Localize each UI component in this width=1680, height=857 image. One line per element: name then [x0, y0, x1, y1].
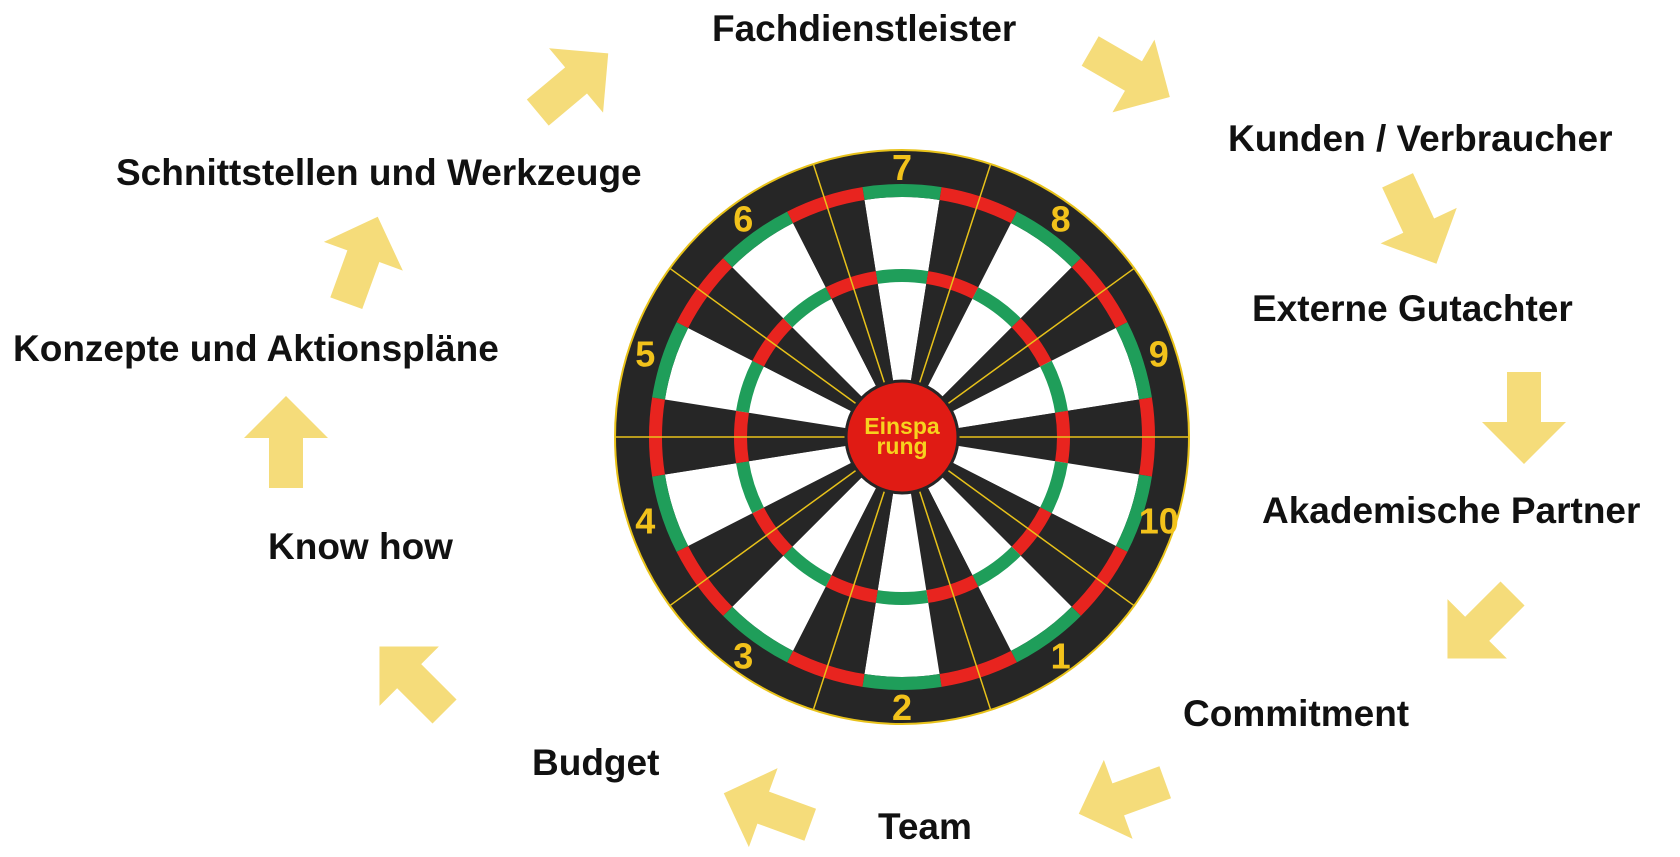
- double-ring-segment: [1010, 211, 1081, 268]
- treble-ring-segment: [926, 575, 979, 603]
- segment-number: 3: [733, 635, 753, 676]
- treble-ring-segment: [972, 546, 1021, 587]
- double-ring-segment: [1115, 322, 1152, 400]
- sector-divider-wire: [918, 490, 992, 711]
- label-konzepte-aktionsplaene: Konzepte und Aktionspläne: [13, 328, 499, 369]
- segment-number: 5: [635, 334, 655, 375]
- treble-ring-segment: [736, 360, 764, 413]
- cycle-arrow-icon: [723, 768, 817, 848]
- sector-divider-wire: [669, 267, 858, 405]
- sector-divider-wire: [918, 163, 992, 384]
- treble-ring-segment: [1040, 360, 1068, 413]
- cycle-arrow-icon: [244, 396, 328, 488]
- segment-number: 1: [1051, 635, 1071, 676]
- label-budget: Budget: [532, 742, 660, 783]
- sector-divider-wire: [669, 469, 858, 607]
- treble-ring-segment: [875, 269, 929, 284]
- label-externe-gutachter: Externe Gutachter: [1252, 288, 1573, 329]
- sector-divider-wire: [946, 267, 1135, 405]
- label-fachdienstleister: Fachdienstleister: [712, 8, 1017, 49]
- bullseye: [844, 379, 960, 495]
- bullseye-label-line1: Einspa: [864, 413, 940, 439]
- cycle-arrow-icon: [379, 646, 457, 724]
- treble-ring-segment: [972, 287, 1021, 328]
- double-ring-segment: [1010, 606, 1081, 663]
- double-ring-segment: [1115, 474, 1152, 552]
- label-know-how: Know how: [268, 526, 453, 567]
- bullseye-label-line2: rung: [876, 433, 927, 459]
- board-wedge: [864, 492, 940, 677]
- double-ring-segment: [862, 674, 942, 690]
- double-ring-segment: [939, 187, 1017, 224]
- sector-divider-wire: [812, 163, 886, 384]
- treble-ring-segment: [825, 575, 878, 603]
- segment-number: 2: [892, 687, 912, 728]
- double-ring-segment: [939, 650, 1017, 687]
- segment-number: 8: [1051, 199, 1071, 240]
- cycle-arrow-icon: [1078, 759, 1172, 839]
- double-ring-segment: [723, 211, 794, 268]
- treble-ring-segment: [825, 271, 878, 299]
- segment-number: 4: [635, 500, 655, 541]
- segment-number: 7: [892, 147, 912, 188]
- board-wedge: [864, 197, 940, 382]
- cycle-arrows: [244, 36, 1566, 848]
- label-kunden-verbraucher: Kunden / Verbraucher: [1228, 118, 1613, 159]
- sector-divider-wire: [812, 490, 886, 711]
- treble-ring-segment: [736, 461, 764, 514]
- segment-number: 9: [1149, 334, 1169, 375]
- cycle-arrow-icon: [526, 48, 609, 126]
- segment-number: 6: [733, 199, 753, 240]
- sector-divider-wire: [946, 469, 1135, 607]
- double-ring-segment: [787, 187, 865, 224]
- label-akademische-partner: Akademische Partner: [1262, 490, 1641, 531]
- label-team: Team: [878, 806, 972, 847]
- cycle-arrow-icon: [1447, 581, 1525, 659]
- treble-ring-segment: [875, 590, 929, 606]
- cycle-arrow-icon: [1081, 36, 1170, 113]
- cycle-arrow-icon: [1380, 173, 1457, 264]
- cycle-arrow-icon: [323, 216, 403, 310]
- double-ring-segment: [862, 184, 942, 200]
- segment-number: 10: [1139, 500, 1179, 541]
- label-commitment: Commitment: [1183, 693, 1410, 734]
- label-schnittstellen-werkzeuge: Schnittstellen und Werkzeuge: [116, 152, 642, 193]
- treble-ring-segment: [1040, 461, 1068, 514]
- treble-ring-segment: [783, 287, 832, 328]
- treble-ring-segment: [926, 271, 979, 299]
- double-ring-segment: [652, 322, 689, 400]
- double-ring-segment: [723, 606, 794, 663]
- cycle-arrow-icon: [1482, 372, 1566, 464]
- double-ring-segment: [787, 650, 865, 687]
- treble-ring-segment: [783, 546, 832, 587]
- double-ring-segment: [652, 474, 689, 552]
